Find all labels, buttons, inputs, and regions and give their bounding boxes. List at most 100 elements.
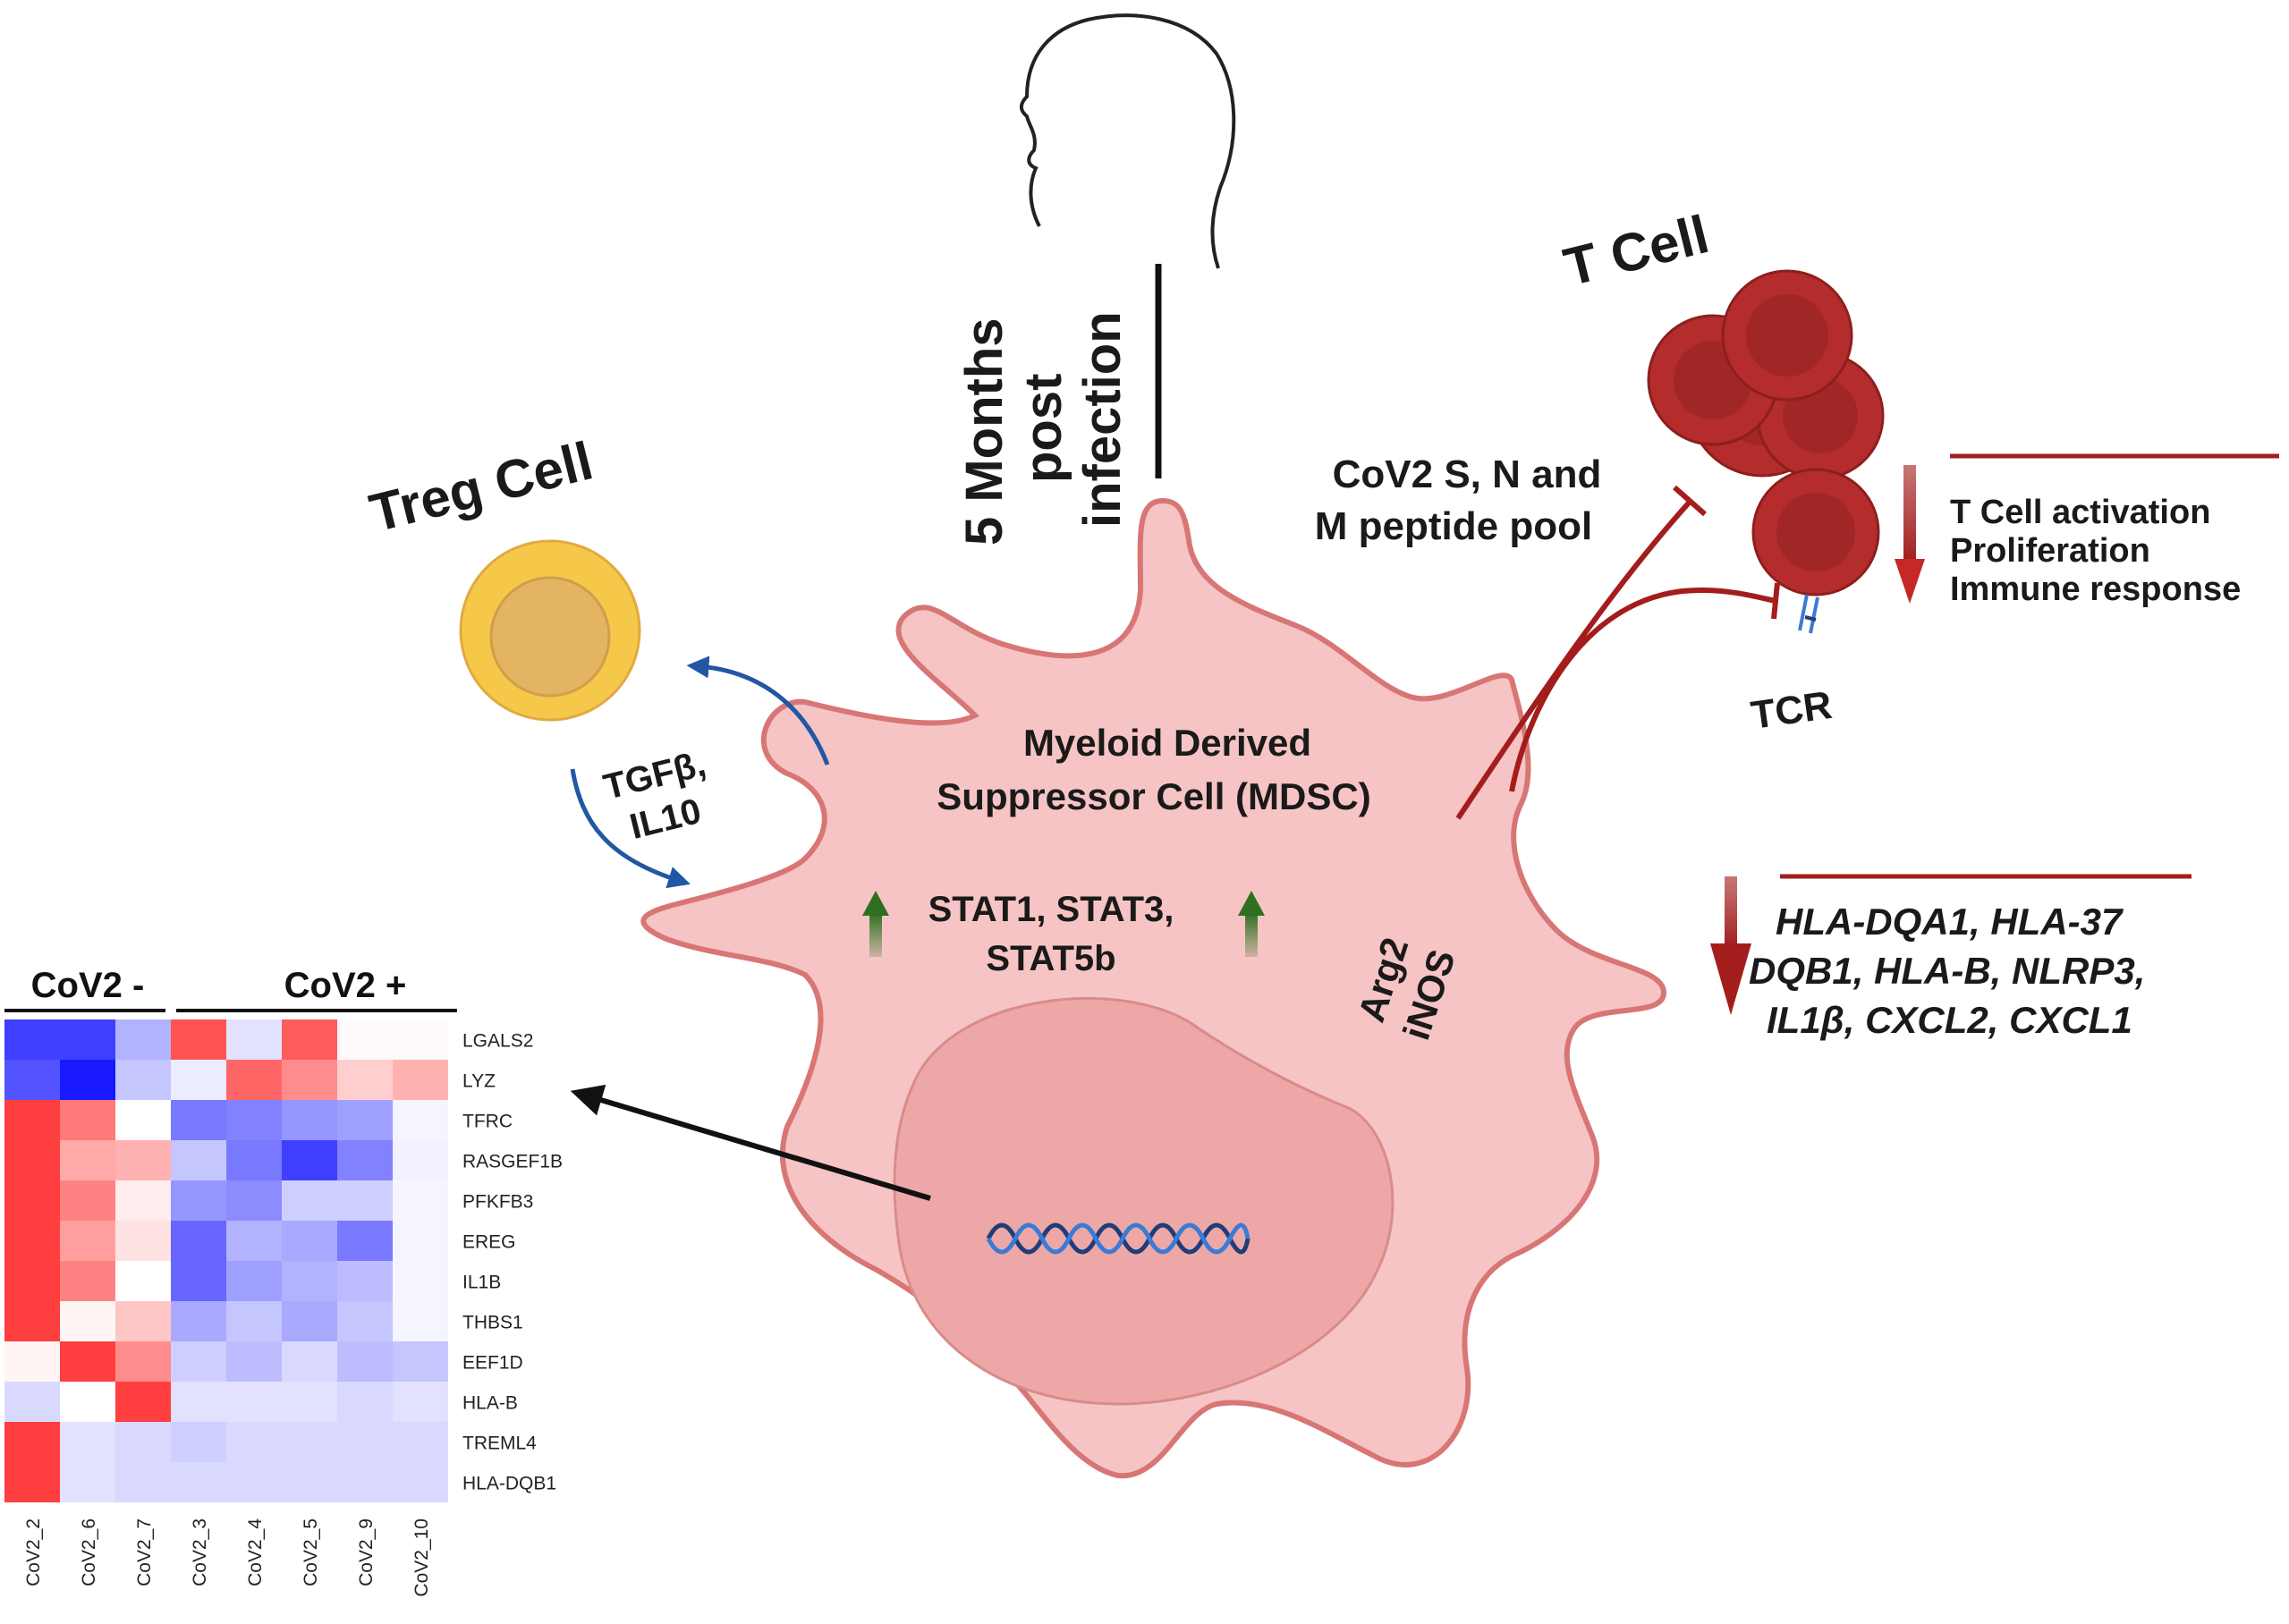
heatmap-cell (115, 1341, 171, 1382)
heatmap-cell (393, 1301, 448, 1341)
heatmap-cell (4, 1221, 60, 1261)
heatmap-row-label: THBS1 (462, 1313, 523, 1333)
effect-proliferation: Proliferation (1950, 532, 2150, 570)
cytokine-arrow-up (686, 656, 830, 765)
heatmap-cell (226, 1301, 282, 1341)
gene-list-line3: IL1β, CXCL2, CXCL1 (1767, 999, 2132, 1041)
heatmap-cell (282, 1140, 337, 1180)
heatmap-cell (282, 1462, 337, 1502)
heatmap-cell (282, 1100, 337, 1140)
timepoint-label-post: post (1014, 374, 1072, 483)
heatmap-cell (171, 1221, 226, 1261)
heatmap-row-label: IL1B (462, 1273, 501, 1293)
heatmap-cell (60, 1422, 115, 1462)
heatmap-cell (282, 1422, 337, 1462)
heatmap-cell (337, 1462, 393, 1502)
heatmap-cell (282, 1221, 337, 1261)
heatmap-cell (4, 1100, 60, 1140)
effect-immune-response: Immune response (1950, 571, 2241, 608)
heatmap-cell (60, 1100, 115, 1140)
heatmap-cell (226, 1382, 282, 1422)
heatmap-row-label: TREML4 (462, 1434, 537, 1454)
down-arrow-icon (1895, 465, 1925, 604)
treg-cell-icon (459, 539, 641, 722)
heatmap-col-label: CoV2_9 (356, 1518, 377, 1586)
peptide-pool-label-line2: M peptide pool (1315, 504, 1592, 548)
dna-helix-icon (986, 1222, 1250, 1255)
heatmap-row-label: PFKFB3 (462, 1192, 533, 1213)
heatmap-cell (282, 1301, 337, 1341)
heatmap-cell (226, 1422, 282, 1462)
heatmap-cell (226, 1180, 282, 1221)
mdsc-title: Myeloid Derived (1023, 722, 1311, 764)
heatmap-group-label: CoV2 - (31, 966, 145, 1005)
effect-activation: T Cell activation (1950, 494, 2210, 531)
svg-text:post: post (1014, 374, 1072, 483)
heatmap-col-label: CoV2_5 (301, 1518, 321, 1586)
gene-list-line2: DQB1, HLA-B, NLRP3, (1749, 950, 2145, 993)
heatmap-col-label: CoV2_10 (411, 1518, 432, 1597)
tcell-cluster-icon (1647, 269, 1885, 596)
heatmap-cell (115, 1261, 171, 1301)
heatmap-cell (4, 1301, 60, 1341)
heatmap-cell (393, 1382, 448, 1422)
heatmap-cell (393, 1261, 448, 1301)
tcell-title: T Cell (1558, 204, 1715, 298)
heatmap-cell (226, 1341, 282, 1382)
heatmap-cell (282, 1382, 337, 1422)
treg-title: Treg Cell (364, 430, 598, 543)
heatmap-cell (4, 1341, 60, 1382)
heatmap-cell (60, 1060, 115, 1100)
stat-label: STAT1, STAT3, (928, 890, 1174, 929)
heatmap-cell (171, 1261, 226, 1301)
heatmap-cell (337, 1301, 393, 1341)
heatmap-cell (337, 1221, 393, 1261)
heatmap-cell (171, 1060, 226, 1100)
up-arrow-icon-right (1238, 891, 1265, 957)
heatmap-cell (337, 1382, 393, 1422)
heatmap-cell (115, 1180, 171, 1221)
heatmap: CoV2 -CoV2 +LGALS2LYZTFRCRASGEF1BPFKFB3E… (4, 966, 563, 1597)
heatmap-cell (60, 1341, 115, 1382)
heatmap-cell (226, 1140, 282, 1180)
heatmap-row-label: HLA-B (462, 1393, 518, 1414)
heatmap-cell (226, 1100, 282, 1140)
heatmap-cell (115, 1100, 171, 1140)
heatmap-cell (393, 1462, 448, 1502)
heatmap-row-label: TFRC (462, 1112, 513, 1132)
heatmap-cell (337, 1341, 393, 1382)
peptide-pool-label: CoV2 S, N and (1333, 453, 1602, 496)
heatmap-cell (115, 1221, 171, 1261)
heatmap-cell (171, 1180, 226, 1221)
heatmap-group-label: CoV2 + (284, 966, 407, 1005)
heatmap-row-label: EREG (462, 1232, 516, 1253)
heatmap-cell (337, 1140, 393, 1180)
heatmap-cell (337, 1060, 393, 1100)
heatmap-cell (60, 1140, 115, 1180)
heatmap-cell (393, 1100, 448, 1140)
inhibition-arrows (1455, 485, 1780, 820)
heatmap-col-label: CoV2_6 (79, 1518, 99, 1586)
heatmap-cell (393, 1221, 448, 1261)
tcr-label: TCR (1749, 683, 1835, 738)
heatmap-cell (60, 1382, 115, 1422)
heatmap-cell (4, 1140, 60, 1180)
heatmap-row-label: LYZ (462, 1071, 496, 1092)
heatmap-col-label: CoV2_4 (245, 1518, 266, 1586)
heatmap-cell (4, 1382, 60, 1422)
heatmap-cell (171, 1100, 226, 1140)
heatmap-cell (337, 1019, 393, 1060)
heatmap-cell (171, 1301, 226, 1341)
cytokine-label: TGFβ, IL10 (599, 744, 709, 847)
heatmap-cell (226, 1060, 282, 1100)
heatmap-cell (4, 1462, 60, 1502)
heatmap-cell (393, 1140, 448, 1180)
human-head-icon (1020, 13, 1236, 269)
gene-list-line1: HLA-DQA1, HLA-37 (1776, 901, 2124, 943)
heatmap-cell (60, 1462, 115, 1502)
heatmap-cell (337, 1180, 393, 1221)
heatmap-row-label: RASGEF1B (462, 1152, 563, 1172)
heatmap-cell (337, 1422, 393, 1462)
heatmap-cell (115, 1060, 171, 1100)
